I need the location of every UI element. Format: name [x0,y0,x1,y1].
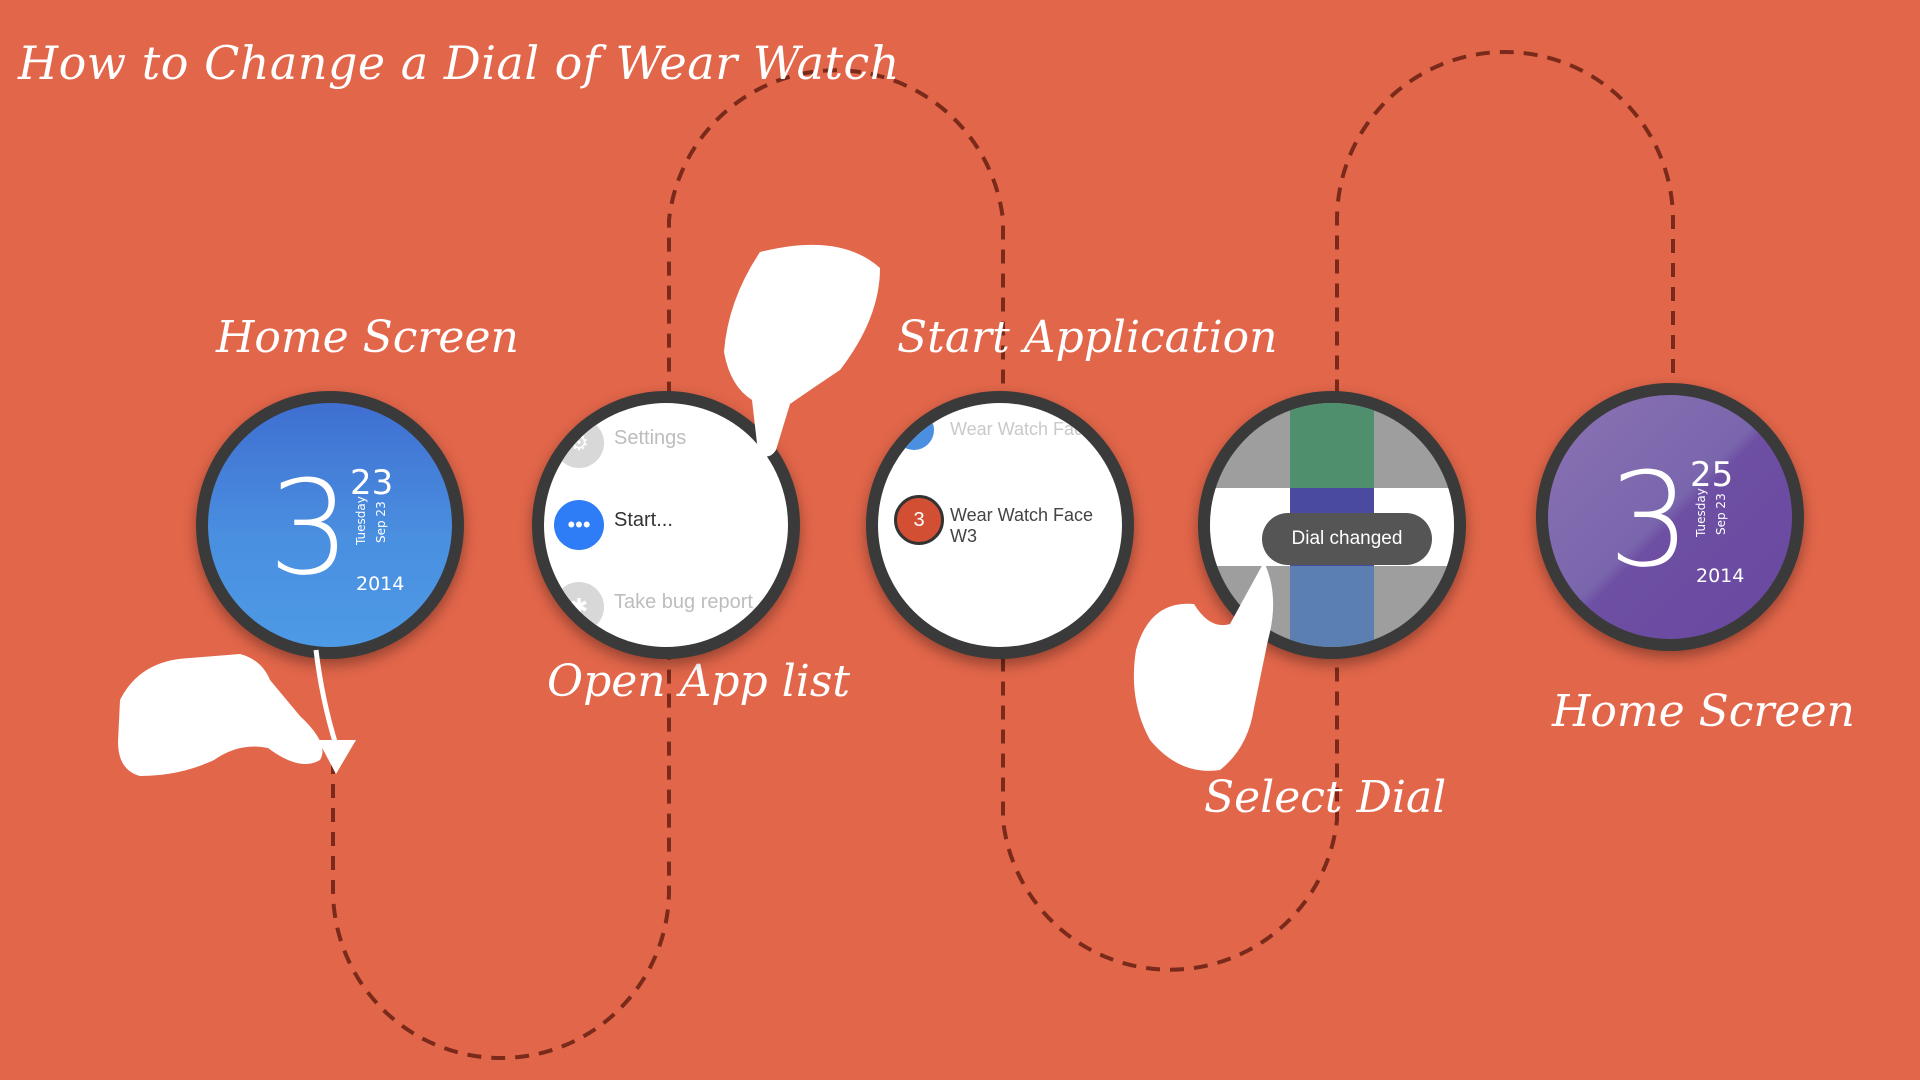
watch-minute: 25 [1690,455,1734,495]
dots-icon: ••• [554,500,604,550]
step-label-select-dial: Select Dial [1204,772,1447,823]
step-label-home-screen: Home Screen [216,312,519,363]
step-label-start-application: Start Application [897,312,1278,363]
menu-item-settings[interactable]: ⚙ Settings [544,413,788,473]
select-hand-icon [1133,562,1274,771]
menu-item-label: Start... [614,509,673,531]
watch-face-picker-screen: Wear Watch Face W 3 Wear Watch Face W3 [878,403,1122,647]
menu-item-bug-report[interactable]: ✱ Take bug report [544,577,788,637]
watch-face-label: Wear Watch Face W3 [950,505,1094,546]
watch-face-app-list: ⚙ Settings ••• Start... ✱ Take bug repor… [544,403,788,647]
watch-app-list: ⚙ Settings ••• Start... ✱ Take bug repor… [532,391,800,659]
watch-dial-changed: Dial changed [1198,391,1466,659]
watch-face-option-w3[interactable]: 3 Wear Watch Face W3 [878,491,1122,551]
swipe-down-hand-icon [118,649,356,776]
bug-icon: ✱ [554,582,604,632]
watch-face-purple[interactable]: 3 25 Tuesday Sep 23 2014 [1548,395,1792,639]
watch-face-thumbnail: 3 [894,495,944,545]
step-label-open-app-list: Open App list [547,656,851,707]
watch-face-thumbnail [894,410,934,450]
watch-face-picker: Wear Watch Face W 3 Wear Watch Face W3 [866,391,1134,659]
dial-changed-toast: Dial changed [1262,513,1432,565]
watch-home-purple: 3 25 Tuesday Sep 23 2014 [1536,383,1804,651]
dial-preview-top [1290,403,1374,488]
watch-hour: 3 [1608,444,1691,596]
gear-icon: ⚙ [554,418,604,468]
watch-hour: 3 [268,452,351,604]
page-title: How to Change a Dial of Wear Watch [18,36,900,90]
watch-face-blue[interactable]: 3 23 Tuesday Sep 23 2014 [208,403,452,647]
menu-item-label: Settings [614,427,687,449]
watch-face-option-partial[interactable]: Wear Watch Face W [878,405,1122,465]
watch-face-label: Wear Watch Face W [950,419,1116,439]
step-label-home-screen-final: Home Screen [1552,686,1855,737]
watch-home-blue: 3 23 Tuesday Sep 23 2014 [196,391,464,659]
dial-preview-bottom [1290,566,1374,647]
menu-item-start[interactable]: ••• Start... [544,495,788,555]
watch-minute: 23 [350,463,394,503]
watch-year: 2014 [356,573,405,595]
watch-year: 2014 [1696,565,1745,587]
watch-face-dial-changed: Dial changed [1210,403,1454,647]
menu-item-label: Take bug report [614,591,753,613]
tap-hand-icon [724,244,880,457]
